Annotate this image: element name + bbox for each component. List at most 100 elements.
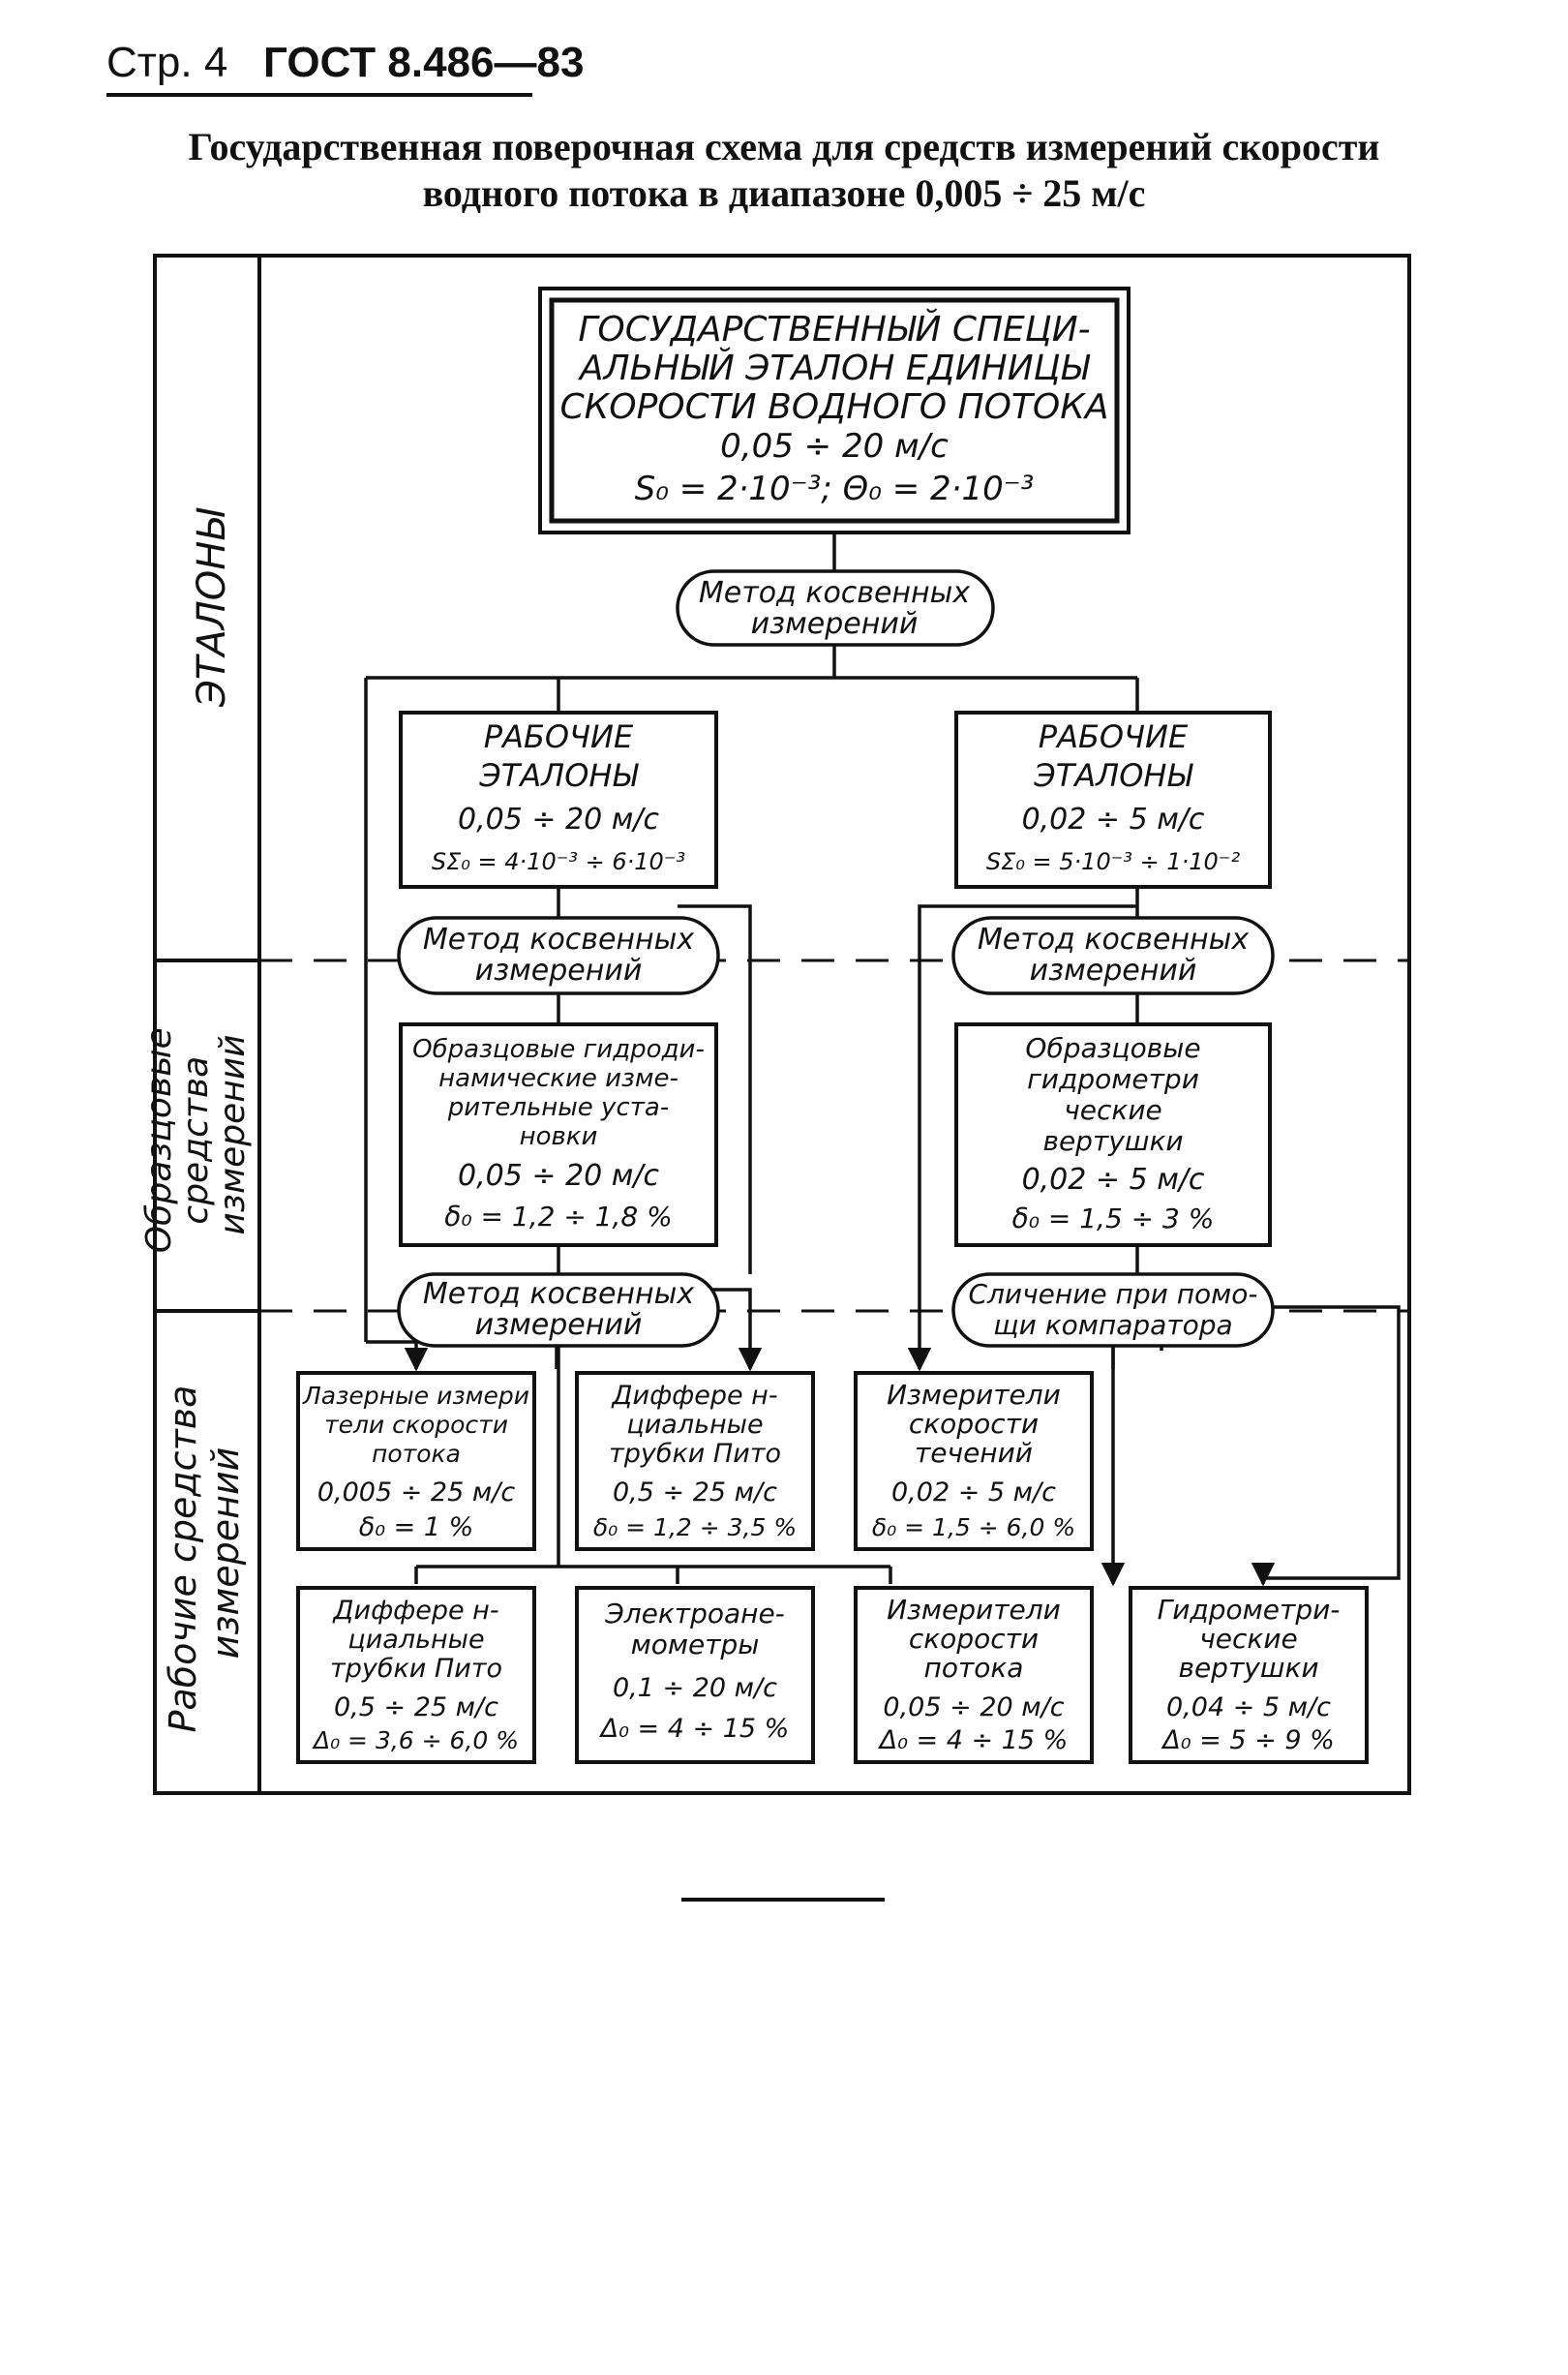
level-label-exemplary-3: измерений	[213, 1034, 253, 1234]
state-primary-standard: ГОСУДАРСТВЕННЫЙ СПЕЦИ- АЛЬНЫЙ ЭТАЛОН ЕДИ…	[538, 287, 1131, 534]
pitot1-line-2: циальные	[626, 1410, 763, 1440]
end-rule	[681, 1898, 885, 1902]
exemplary-left-line-3: рительные уста-	[447, 1093, 669, 1122]
exemplary-right-range: 0,02 ÷ 5 м/с	[1022, 1163, 1205, 1197]
pitot1-line-3: трубки Пито	[609, 1439, 781, 1469]
laser-accuracy: δ₀ = 1 %	[359, 1512, 474, 1542]
scheme-frame	[153, 254, 1411, 1795]
working-hydrometric-current-meters: Гидрометри- ческие вертушки 0,04 ÷ 5 м/с…	[1129, 1586, 1369, 1764]
flow-line-3: потока	[924, 1652, 1024, 1684]
header-rule	[106, 93, 532, 97]
method-indirect-4: Метод косвенных измерений	[397, 1272, 720, 1348]
primary-line-3: СКОРОСТИ ВОДНОГО ПОТОКА	[560, 387, 1109, 427]
current-line-3: течений	[915, 1437, 1033, 1469]
pitot1-accuracy: δ₀ = 1,2 ÷ 3,5 %	[593, 1513, 797, 1541]
level-label-exemplary: Образцовые средства измерений	[139, 1017, 253, 1253]
level-label-etalons: ЭТАЛОНЫ	[190, 507, 234, 708]
working-flow-velocity-meters: Измерители скорости потока 0,05 ÷ 20 м/с…	[854, 1586, 1094, 1764]
working-etalon-right-line-2: ЭТАЛОНЫ	[1033, 757, 1193, 794]
laser-line-3: потока	[372, 1440, 461, 1468]
level-label-working-1: Рабочие средства	[162, 1385, 204, 1733]
flow-line-2: скорости	[909, 1623, 1039, 1655]
working-laser-velocity-meters: Лазерные измери тели скорости потока 0,0…	[296, 1371, 536, 1551]
current-accuracy: δ₀ = 1,5 ÷ 6,0 %	[872, 1513, 1075, 1541]
exemplary-left-line-2: намические изме-	[438, 1064, 678, 1093]
laser-range: 0,005 ÷ 25 м/с	[317, 1477, 515, 1507]
flow-accuracy: Δ₀ = 4 ÷ 15 %	[878, 1725, 1069, 1755]
working-etalon-left-accuracy: SΣ₀ = 4·10⁻³ ÷ 6·10⁻³	[432, 848, 685, 875]
method-4-line-1: Метод косвенных	[423, 1277, 694, 1311]
working-etalon-left-range: 0,05 ÷ 20 м/с	[458, 803, 659, 837]
method-2-line-2: измерений	[475, 954, 643, 988]
pitot2-accuracy: Δ₀ = 3,6 ÷ 6,0 %	[312, 1726, 519, 1754]
method-3-line-1: Метод косвенных	[978, 923, 1249, 957]
working-pitot-tubes-row2: Диффере н- циальные трубки Пито 0,5 ÷ 25…	[296, 1586, 536, 1764]
title-line-1: Государственная поверочная схема для сре…	[188, 125, 1380, 168]
page-number: Стр. 4	[106, 39, 228, 86]
laser-line-1: Лазерные измери	[302, 1382, 529, 1410]
level-label-exemplary-2: средства	[176, 1056, 216, 1225]
title-line-2: водного потока в диапазоне 0,005 ÷ 25 м/…	[422, 171, 1146, 215]
working-etalon-left: РАБОЧИЕ ЭТАЛОНЫ 0,05 ÷ 20 м/с SΣ₀ = 4·10…	[399, 711, 718, 889]
primary-range: 0,05 ÷ 20 м/с	[720, 427, 949, 466]
primary-line-1: ГОСУДАРСТВЕННЫЙ СПЕЦИ-	[578, 309, 1090, 350]
method-indirect-3: Метод косвенных измерений	[951, 916, 1275, 995]
exemplary-left-line-1: Образцовые гидроди-	[412, 1035, 705, 1064]
method-indirect-1: Метод косвенных измерений	[676, 569, 995, 647]
working-etalon-right: РАБОЧИЕ ЭТАЛОНЫ 0,02 ÷ 5 м/с SΣ₀ = 5·10⁻…	[954, 711, 1272, 889]
pitot1-range: 0,5 ÷ 25 м/с	[613, 1477, 777, 1507]
pitot1-line-1: Диффере н-	[611, 1381, 777, 1411]
method-1-line-1: Метод косвенных	[699, 576, 970, 610]
current-line-1: Измерители	[887, 1379, 1061, 1411]
working-etalon-right-line-1: РАБОЧИЕ	[1039, 718, 1189, 755]
method-comparator: Сличение при помо- щи компаратора	[951, 1272, 1275, 1348]
working-etalon-right-accuracy: SΣ₀ = 5·10⁻³ ÷ 1·10⁻²	[986, 848, 1241, 875]
hydro-accuracy: Δ₀ = 5 ÷ 9 %	[1161, 1725, 1334, 1755]
exemplary-left-accuracy: δ₀ = 1,2 ÷ 1,8 %	[444, 1201, 672, 1233]
level-label-working-2: измерений	[204, 1447, 247, 1659]
method-2-line-1: Метод косвенных	[423, 923, 694, 957]
electro-line-2: мометры	[631, 1629, 760, 1660]
hydro-range: 0,04 ÷ 5 м/с	[1166, 1692, 1331, 1722]
method-3-line-2: измерений	[1030, 954, 1197, 988]
exemplary-right-line-4: вертушки	[1042, 1125, 1183, 1157]
exemplary-right-accuracy: δ₀ = 1,5 ÷ 3 %	[1012, 1203, 1215, 1234]
working-electro-anemometers: Электроане- мометры 0,1 ÷ 20 м/с Δ₀ = 4 …	[575, 1586, 815, 1764]
exemplary-left-line-4: новки	[520, 1122, 598, 1151]
level-label-working: Рабочие средства измерений	[162, 1374, 247, 1733]
working-etalon-right-range: 0,02 ÷ 5 м/с	[1022, 803, 1205, 837]
exemplary-left-range: 0,05 ÷ 20 м/с	[458, 1159, 659, 1193]
pitot2-range: 0,5 ÷ 25 м/с	[334, 1692, 498, 1722]
pitot2-line-2: циальные	[347, 1625, 484, 1655]
method-5-line-2: щи компаратора	[993, 1309, 1232, 1341]
electro-range: 0,1 ÷ 20 м/с	[613, 1673, 777, 1703]
hydro-line-3: вертушки	[1178, 1652, 1318, 1684]
exemplary-hydrodynamic-installations: Образцовые гидроди- намические изме- рит…	[399, 1022, 718, 1247]
exemplary-right-line-3: ческие	[1064, 1094, 1162, 1126]
hydro-line-2: ческие	[1199, 1623, 1298, 1655]
current-line-2: скорости	[909, 1408, 1039, 1440]
pitot2-line-1: Диффере н-	[332, 1596, 498, 1626]
flow-range: 0,05 ÷ 20 м/с	[883, 1692, 1064, 1722]
flow-line-1: Измерители	[887, 1594, 1061, 1626]
working-current-velocity-meters: Измерители скорости течений 0,02 ÷ 5 м/с…	[854, 1371, 1094, 1551]
level-label-exemplary-1: Образцовые	[139, 1027, 179, 1253]
method-1-line-2: измерений	[751, 607, 919, 641]
working-etalon-left-line-1: РАБОЧИЕ	[484, 718, 634, 755]
working-pitot-tubes-row1: Диффере н- циальные трубки Пито 0,5 ÷ 25…	[575, 1371, 815, 1551]
electro-accuracy: Δ₀ = 4 ÷ 15 %	[599, 1714, 790, 1744]
method-5-line-1: Сличение при помо-	[968, 1278, 1257, 1310]
standard-number: ГОСТ 8.486—83	[263, 39, 585, 86]
working-etalon-left-line-2: ЭТАЛОНЫ	[478, 757, 639, 794]
current-range: 0,02 ÷ 5 м/с	[891, 1477, 1056, 1507]
method-4-line-2: измерений	[475, 1308, 643, 1342]
primary-accuracy: S₀ = 2·10⁻³; Θ₀ = 2·10⁻³	[635, 470, 1035, 508]
exemplary-right-line-2: гидрометри	[1027, 1063, 1199, 1095]
method-indirect-2: Метод косвенных измерений	[397, 916, 720, 995]
hydro-line-1: Гидрометри-	[1158, 1594, 1341, 1626]
laser-line-2: тели скорости	[324, 1411, 508, 1439]
exemplary-hydrometric-current-meters: Образцовые гидрометри ческие вертушки 0,…	[954, 1022, 1272, 1247]
electro-line-1: Электроане-	[604, 1598, 785, 1629]
